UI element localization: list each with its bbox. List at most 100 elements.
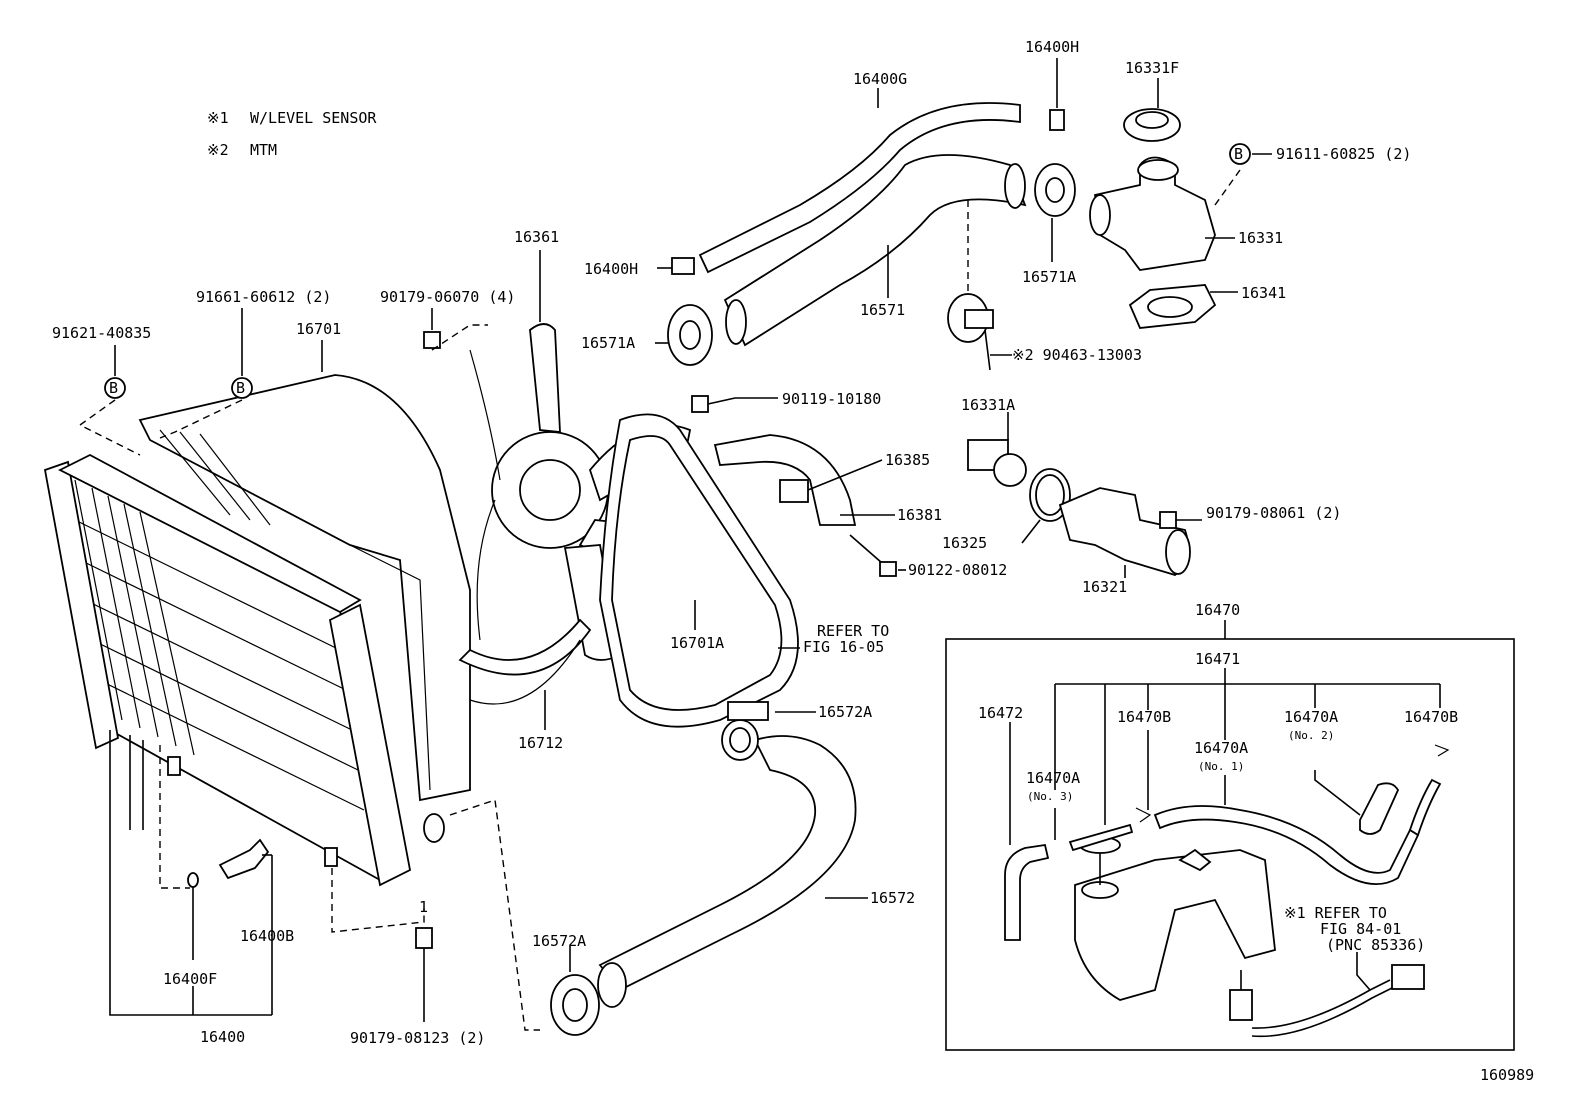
label-16400: 16400 bbox=[200, 1028, 245, 1046]
label-91661-60612: 91661-60612 (2) bbox=[196, 288, 331, 306]
hose-16400G bbox=[698, 102, 1021, 274]
label-refer-84-01-line3: (PNC 85336) bbox=[1326, 936, 1425, 954]
reservoir-tank-16470 bbox=[1074, 849, 1276, 1001]
label-16470B-b: 16470B bbox=[1404, 708, 1458, 726]
clip-16470B-b bbox=[1434, 744, 1450, 757]
upper-hoses bbox=[667, 102, 1076, 371]
label-16400G: 16400G bbox=[853, 70, 907, 88]
bracket-16385 bbox=[779, 479, 809, 503]
reservoir-inset bbox=[945, 620, 1515, 1051]
radiator-top-frame bbox=[57, 453, 362, 614]
drain-cock-16400B bbox=[218, 838, 270, 880]
label-16571A-right: 16571A bbox=[1022, 268, 1076, 286]
clip-16400H-left bbox=[671, 257, 695, 275]
label-16331: 16331 bbox=[1238, 229, 1283, 247]
clamp-90463 bbox=[947, 293, 994, 371]
fan-shroud bbox=[138, 374, 471, 802]
label-no3: (No. 3) bbox=[1027, 790, 1073, 803]
hose-16470A-no2 bbox=[1359, 782, 1400, 835]
label-16470: 16470 bbox=[1195, 601, 1240, 619]
label-90463-13003: ※2 90463-13003 bbox=[1012, 346, 1142, 364]
label-refer-84-01-line1: ※1 REFER TO bbox=[1284, 904, 1387, 922]
oring-16400F bbox=[187, 872, 199, 888]
label-16571: 16571 bbox=[860, 301, 905, 319]
nut-90179-08061 bbox=[1159, 511, 1177, 529]
label-refer-84-01-line2: FIG 84-01 bbox=[1320, 920, 1401, 938]
hose-16572 bbox=[598, 735, 857, 992]
label-16321: 16321 bbox=[1082, 578, 1127, 596]
bolt-marker-b-2: B bbox=[236, 379, 245, 397]
fan-shroud-lower-body bbox=[458, 618, 592, 676]
reservoir-inset-frame bbox=[945, 638, 1515, 1051]
label-91611-60825: 91611-60825 (2) bbox=[1276, 145, 1411, 163]
label-16400B: 16400B bbox=[240, 927, 294, 945]
radiator-right-tank bbox=[328, 603, 412, 887]
label-16712: 16712 bbox=[518, 734, 563, 752]
bolt-90122-08012 bbox=[849, 534, 897, 577]
legend-notes: ※1 W/LEVEL SENSOR ※2 MTM bbox=[207, 109, 377, 159]
label-16472: 16472 bbox=[978, 704, 1023, 722]
label-1: 1 bbox=[419, 898, 428, 916]
label-16471: 16471 bbox=[1195, 650, 1240, 668]
clamp-16571A-right bbox=[1034, 163, 1076, 217]
note-2-text: MTM bbox=[250, 141, 277, 159]
label-16470B-a: 16470B bbox=[1117, 708, 1171, 726]
hose-16472 bbox=[1004, 843, 1050, 941]
figure-number: 160989 bbox=[1480, 1066, 1534, 1084]
label-16572: 16572 bbox=[870, 889, 915, 907]
bracket-16381 bbox=[713, 434, 857, 526]
label-16400H-left: 16400H bbox=[584, 260, 638, 278]
part-labels: 16400H 16331F 16400G 91611-60825 (2) 163… bbox=[52, 38, 1534, 1084]
bolt-90179-06070 bbox=[423, 331, 441, 349]
lower-hose bbox=[550, 701, 857, 1036]
label-16361: 16361 bbox=[514, 228, 559, 246]
label-91621-40835: 91621-40835 bbox=[52, 324, 151, 342]
clip-16470B-a bbox=[1135, 807, 1152, 823]
label-16572A-top: 16572A bbox=[818, 703, 872, 721]
label-16470A-no3: 16470A bbox=[1026, 769, 1080, 787]
bolt-markers: B B B bbox=[78, 143, 1251, 456]
level-sensor bbox=[1229, 964, 1425, 1038]
label-90122-08012: 90122-08012 bbox=[908, 561, 1007, 579]
note-2-mark: ※2 bbox=[207, 141, 229, 159]
hose-16571 bbox=[723, 154, 1027, 347]
brackets bbox=[423, 324, 897, 577]
radiator-fins bbox=[74, 479, 365, 811]
thermostat-group bbox=[967, 439, 1191, 576]
fan-blade-top bbox=[529, 323, 561, 433]
label-16381: 16381 bbox=[897, 506, 942, 524]
water-outlet-assembly bbox=[1089, 108, 1241, 329]
label-16701A: 16701A bbox=[670, 634, 724, 652]
label-90179-06070: 90179-06070 (4) bbox=[380, 288, 515, 306]
label-16572A-bottom: 16572A bbox=[532, 932, 586, 950]
label-90119-10180: 90119-10180 bbox=[782, 390, 881, 408]
shroud-ring-inner bbox=[611, 435, 783, 711]
bolt-marker-b-3: B bbox=[1234, 145, 1243, 163]
note-1-mark: ※1 bbox=[207, 109, 229, 127]
label-16325: 16325 bbox=[942, 534, 987, 552]
label-no1: (No. 1) bbox=[1198, 760, 1244, 773]
label-90179-08123: 90179-08123 (2) bbox=[350, 1029, 485, 1047]
label-16400F: 16400F bbox=[163, 970, 217, 988]
clip-16400H-top bbox=[1049, 109, 1065, 131]
label-90179-08061: 90179-08061 (2) bbox=[1206, 504, 1341, 522]
nut-90179-08123 bbox=[415, 927, 433, 949]
fan-shroud-body bbox=[138, 374, 471, 802]
label-refer-16-05-line1: REFER TO bbox=[817, 622, 889, 640]
clamp-16571A-left bbox=[667, 304, 713, 366]
label-16331A: 16331A bbox=[961, 396, 1015, 414]
fan-shroud-lower bbox=[458, 618, 592, 705]
note-1-text: W/LEVEL SENSOR bbox=[250, 109, 377, 127]
drain-parts bbox=[159, 745, 540, 1031]
label-16470A-no2: 16470A bbox=[1284, 708, 1338, 726]
label-no2: (No. 2) bbox=[1288, 729, 1334, 742]
label-16341: 16341 bbox=[1241, 284, 1286, 302]
radiator-left-tank bbox=[43, 460, 120, 750]
bolt-marker-b-1: B bbox=[109, 379, 118, 397]
label-16470A-no1: 16470A bbox=[1194, 739, 1248, 757]
radiator-assembly bbox=[43, 453, 445, 887]
label-16385: 16385 bbox=[885, 451, 930, 469]
shroud-ring bbox=[599, 413, 799, 728]
label-refer-16-05-line2: FIG 16-05 bbox=[803, 638, 884, 656]
